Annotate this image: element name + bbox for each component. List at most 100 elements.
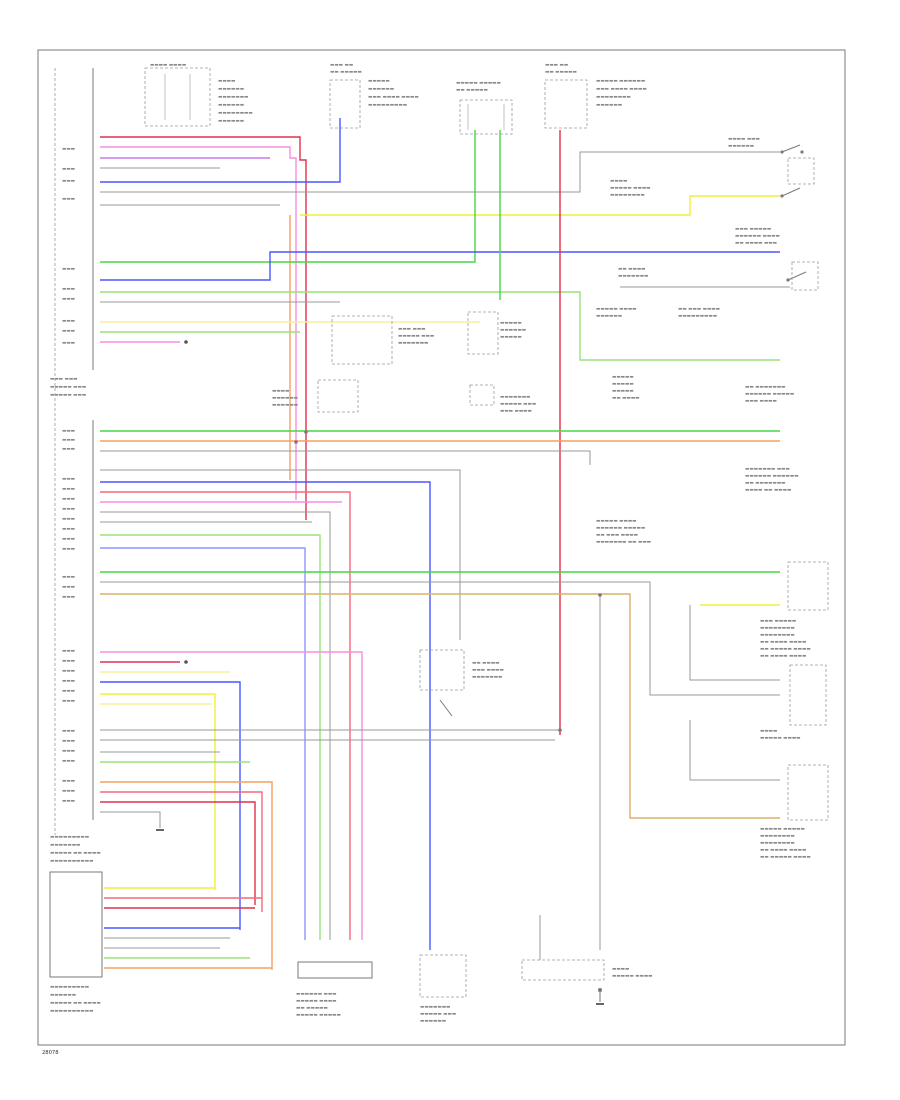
svg-text:▬▬▬▬▬▬▬: ▬▬▬▬▬▬▬ [218,95,248,100]
svg-text:▬▬▬▬▬ ▬▬▬: ▬▬▬▬▬ ▬▬▬ [50,385,86,390]
svg-text:▬▬ ▬▬▬▬▬: ▬▬ ▬▬▬▬▬ [330,70,362,75]
wires-lower [100,430,780,970]
svg-text:▬▬▬ ▬▬▬: ▬▬▬ ▬▬▬ [50,377,78,382]
svg-text:▬▬ ▬▬▬▬▬ ▬▬▬▬: ▬▬ ▬▬▬▬▬ ▬▬▬▬ [760,855,811,860]
svg-text:▬▬▬: ▬▬▬ [62,167,75,172]
svg-text:▬▬ ▬▬▬ ▬▬▬▬: ▬▬ ▬▬▬ ▬▬▬▬ [596,533,638,538]
svg-text:▬▬▬▬▬▬▬▬▬▬: ▬▬▬▬▬▬▬▬▬▬ [50,859,93,864]
svg-text:▬▬▬▬▬▬ ▬▬▬: ▬▬▬▬▬▬ ▬▬▬ [296,992,337,997]
svg-text:▬▬▬ ▬▬▬▬ ▬▬▬▬: ▬▬▬ ▬▬▬▬ ▬▬▬▬ [368,95,419,100]
svg-text:▬▬▬: ▬▬▬ [62,595,75,600]
svg-text:▬▬▬▬▬▬▬▬▬: ▬▬▬▬▬▬▬▬▬ [368,103,407,108]
body-control-module: ▬▬▬ ▬▬▬ ▬▬▬▬▬ ▬▬▬ ▬▬▬▬▬ ▬▬▬ ▬▬▬▬▬▬▬▬▬ ▬▬… [50,68,101,864]
svg-text:▬▬▬: ▬▬▬ [62,699,75,704]
svg-text:▬▬▬ ▬▬▬: ▬▬▬ ▬▬▬ [398,327,426,332]
svg-text:▬▬▬: ▬▬▬ [62,507,75,512]
svg-text:▬▬▬▬▬▬ ▬▬▬▬▬▬: ▬▬▬▬▬▬ ▬▬▬▬▬▬ [745,474,799,479]
svg-text:▬▬▬▬▬ ▬▬▬▬▬: ▬▬▬▬▬ ▬▬▬▬▬ [296,1013,341,1018]
svg-text:▬▬▬▬▬ ▬▬ ▬▬▬▬: ▬▬▬▬▬ ▬▬ ▬▬▬▬ [50,1001,101,1006]
svg-text:▬▬ ▬▬▬▬▬: ▬▬ ▬▬▬▬▬ [545,70,577,75]
svg-text:▬▬▬▬▬▬▬: ▬▬▬▬▬▬▬ [500,395,530,400]
svg-text:▬▬▬▬▬▬: ▬▬▬▬▬▬ [368,87,394,92]
svg-text:▬▬▬▬▬ ▬▬▬▬: ▬▬▬▬▬ ▬▬▬▬ [596,307,637,312]
svg-text:▬▬▬: ▬▬▬ [62,729,75,734]
svg-text:▬▬▬: ▬▬▬ [62,477,75,482]
svg-text:▬▬▬▬▬: ▬▬▬▬▬ [612,389,634,394]
svg-text:▬▬▬ ▬▬▬▬ ▬▬▬▬: ▬▬▬ ▬▬▬▬ ▬▬▬▬ [596,87,647,92]
svg-text:▬▬▬ ▬▬▬▬▬: ▬▬▬ ▬▬▬▬▬ [760,619,796,624]
svg-text:▬▬▬: ▬▬▬ [62,297,75,302]
svg-text:▬▬▬▬▬ ▬▬▬: ▬▬▬▬▬ ▬▬▬ [420,1012,456,1017]
svg-text:▬▬▬▬▬: ▬▬▬▬▬ [612,382,634,387]
svg-text:▬▬▬: ▬▬▬ [62,547,75,552]
combination-meter-unit: ▬▬▬▬▬▬▬▬▬ ▬▬▬▬▬▬ ▬▬▬▬▬ ▬▬ ▬▬▬▬ ▬▬▬▬▬▬▬▬▬… [49,871,272,1014]
svg-text:▬▬▬▬: ▬▬▬▬ [610,179,627,184]
relay-lower-center: ▬▬ ▬▬▬▬ ▬▬▬ ▬▬▬▬ ▬▬▬▬▬▬▬ [419,649,504,717]
svg-text:▬▬▬▬▬▬▬▬: ▬▬▬▬▬▬▬▬ [760,841,795,846]
svg-text:▬▬▬: ▬▬▬ [62,527,75,532]
svg-text:▬▬▬: ▬▬▬ [62,429,75,434]
svg-text:▬▬▬▬▬▬▬▬▬: ▬▬▬▬▬▬▬▬▬ [50,985,89,990]
svg-text:▬▬▬▬▬: ▬▬▬▬▬ [500,321,522,326]
svg-text:▬▬ ▬▬▬▬: ▬▬ ▬▬▬▬ [472,661,500,666]
svg-text:▬▬▬▬▬▬▬: ▬▬▬▬▬▬▬ [472,675,502,680]
svg-text:▬▬▬: ▬▬▬ [62,739,75,744]
svg-text:▬▬▬: ▬▬▬ [62,679,75,684]
svg-text:▬▬ ▬▬▬▬▬: ▬▬ ▬▬▬▬▬ [456,88,488,93]
svg-text:▬▬▬ ▬▬▬▬: ▬▬▬ ▬▬▬▬ [745,399,777,404]
svg-text:▬▬▬▬▬▬: ▬▬▬▬▬▬ [596,314,622,319]
svg-text:▬▬▬: ▬▬▬ [62,759,75,764]
svg-text:▬▬▬▬: ▬▬▬▬ [760,729,777,734]
svg-text:▬▬▬▬ ▬▬ ▬▬▬▬: ▬▬▬▬ ▬▬ ▬▬▬▬ [745,488,791,493]
svg-text:▬▬ ▬▬▬▬ ▬▬▬▬: ▬▬ ▬▬▬▬ ▬▬▬▬ [760,640,806,645]
svg-text:▬▬▬▬▬ ▬▬▬▬▬: ▬▬▬▬▬ ▬▬▬▬▬ [760,827,805,832]
svg-text:▬▬▬▬▬ ▬▬ ▬▬▬▬: ▬▬▬▬▬ ▬▬ ▬▬▬▬ [50,851,101,856]
relay-middle: ▬▬▬ ▬▬▬ ▬▬▬▬▬ ▬▬▬ ▬▬▬▬▬▬▬ ▬▬▬▬ ▬▬▬▬▬▬ ▬▬… [272,311,536,414]
pin-labels-upper: ▬▬▬ ▬▬▬ ▬▬▬ ▬▬▬ ▬▬▬ ▬▬▬ ▬▬▬ ▬▬▬ ▬▬▬ ▬▬▬ [62,147,75,346]
svg-text:▬▬▬: ▬▬▬ [62,689,75,694]
svg-text:▬▬▬▬▬▬: ▬▬▬▬▬▬ [218,87,244,92]
svg-text:▬▬▬: ▬▬▬ [62,585,75,590]
svg-text:▬▬ ▬▬▬▬▬ ▬▬▬▬: ▬▬ ▬▬▬▬▬ ▬▬▬▬ [760,647,811,652]
svg-text:▬▬▬: ▬▬▬ [62,147,75,152]
right-components-lower: ▬▬▬▬▬▬▬ ▬▬▬ ▬▬▬▬▬▬ ▬▬▬▬▬▬ ▬▬ ▬▬▬▬▬▬▬ ▬▬▬… [596,467,829,860]
svg-text:▬▬▬: ▬▬▬ [62,341,75,346]
svg-text:▬▬▬▬▬▬▬: ▬▬▬▬▬▬▬ [398,341,428,346]
svg-text:▬▬▬▬▬▬▬▬: ▬▬▬▬▬▬▬▬ [760,834,795,839]
right-components-upper: ▬▬▬▬ ▬▬▬ ▬▬▬▬▬▬ ▬▬▬▬ ▬▬▬▬▬ ▬▬▬▬ ▬▬▬▬▬▬▬▬… [596,137,794,404]
svg-text:▬▬▬▬▬: ▬▬▬▬▬ [500,335,522,340]
svg-text:▬▬▬▬▬▬ ▬▬▬▬▬: ▬▬▬▬▬▬ ▬▬▬▬▬ [745,392,794,397]
svg-text:▬▬▬▬ ▬▬▬▬: ▬▬▬▬ ▬▬▬▬ [150,63,186,68]
diagram-frame [37,49,846,1046]
svg-text:▬▬▬ ▬▬: ▬▬▬ ▬▬ [545,63,568,68]
svg-text:▬▬▬: ▬▬▬ [62,575,75,580]
svg-text:▬▬▬▬▬ ▬▬▬▬▬▬: ▬▬▬▬▬ ▬▬▬▬▬▬ [596,79,645,84]
svg-text:▬▬▬ ▬▬▬▬: ▬▬▬ ▬▬▬▬ [472,668,504,673]
svg-text:▬▬▬▬▬▬▬: ▬▬▬▬▬▬▬ [420,1005,450,1010]
svg-text:▬▬▬▬ ▬▬▬: ▬▬▬▬ ▬▬▬ [728,137,760,142]
svg-text:▬▬▬ ▬▬▬▬: ▬▬▬ ▬▬▬▬ [500,409,532,414]
svg-text:▬▬ ▬▬▬▬: ▬▬ ▬▬▬▬ [618,267,646,272]
svg-text:▬▬▬: ▬▬▬ [62,779,75,784]
svg-text:▬▬▬ ▬▬▬▬▬: ▬▬▬ ▬▬▬▬▬ [735,227,771,232]
svg-text:▬▬▬▬▬▬: ▬▬▬▬▬▬ [218,119,244,124]
svg-text:▬▬ ▬▬▬▬▬: ▬▬ ▬▬▬▬▬ [296,1006,328,1011]
svg-text:▬▬▬▬▬▬: ▬▬▬▬▬▬ [50,993,76,998]
wires-upper [100,118,790,735]
svg-text:▬▬▬: ▬▬▬ [62,649,75,654]
switch-icon [780,144,819,291]
svg-text:▬▬▬▬▬: ▬▬▬▬▬ [368,79,390,84]
svg-text:▬▬ ▬▬▬▬: ▬▬ ▬▬▬▬ [612,396,640,401]
svg-text:▬▬ ▬▬▬▬ ▬▬▬▬: ▬▬ ▬▬▬▬ ▬▬▬▬ [760,848,806,853]
svg-text:▬▬ ▬▬▬▬▬▬▬: ▬▬ ▬▬▬▬▬▬▬ [745,385,786,390]
svg-text:▬▬▬▬▬ ▬▬▬▬: ▬▬▬▬▬ ▬▬▬▬ [610,186,651,191]
page-code: 28078 [42,1050,59,1056]
svg-text:▬▬ ▬▬▬▬▬▬▬: ▬▬ ▬▬▬▬▬▬▬ [745,481,786,486]
svg-text:▬▬▬: ▬▬▬ [62,749,75,754]
bottom-components: ▬▬▬▬▬▬ ▬▬▬ ▬▬▬▬▬ ▬▬▬▬ ▬▬ ▬▬▬▬▬ ▬▬▬▬▬ ▬▬▬… [296,954,653,1024]
svg-text:▬▬▬: ▬▬▬ [62,669,75,674]
svg-text:▬▬▬▬▬ ▬▬▬: ▬▬▬▬▬ ▬▬▬ [398,334,434,339]
fuse-block-right: ▬▬▬ ▬▬ ▬▬ ▬▬▬▬▬ ▬▬▬▬▬ ▬▬▬▬▬▬ ▬▬▬ ▬▬▬▬ ▬▬… [544,63,647,129]
svg-text:▬▬▬▬▬▬▬: ▬▬▬▬▬▬▬ [618,274,648,279]
